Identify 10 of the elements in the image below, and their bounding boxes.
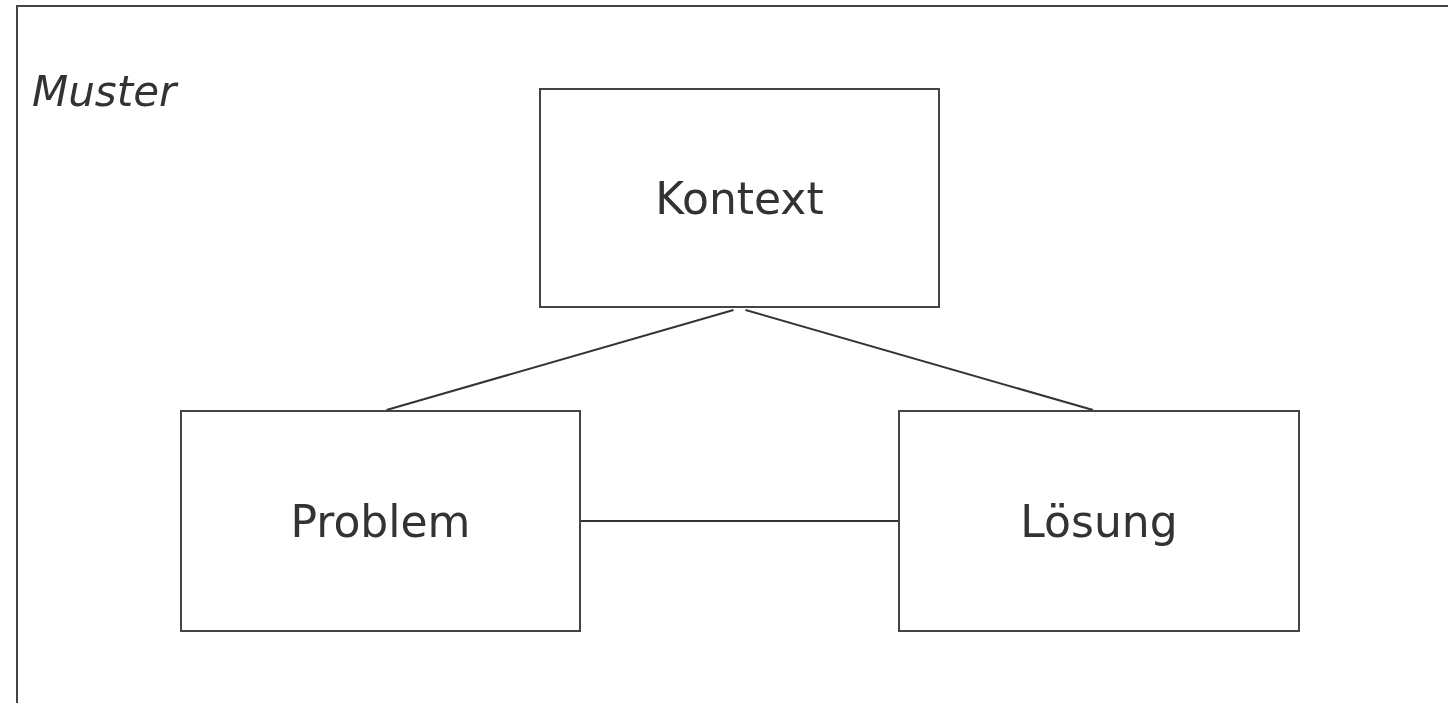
connector-line	[385, 309, 735, 411]
process-box	[898, 410, 1300, 632]
box-label: Problem	[290, 495, 471, 547]
connector-line	[744, 309, 1094, 411]
box-label: Kontext	[655, 172, 824, 224]
process-box	[539, 88, 940, 308]
frame-title: Muster	[32, 67, 177, 116]
box-label: Lösung	[1020, 495, 1178, 547]
process-box	[180, 410, 581, 632]
connector-line	[580, 520, 899, 522]
